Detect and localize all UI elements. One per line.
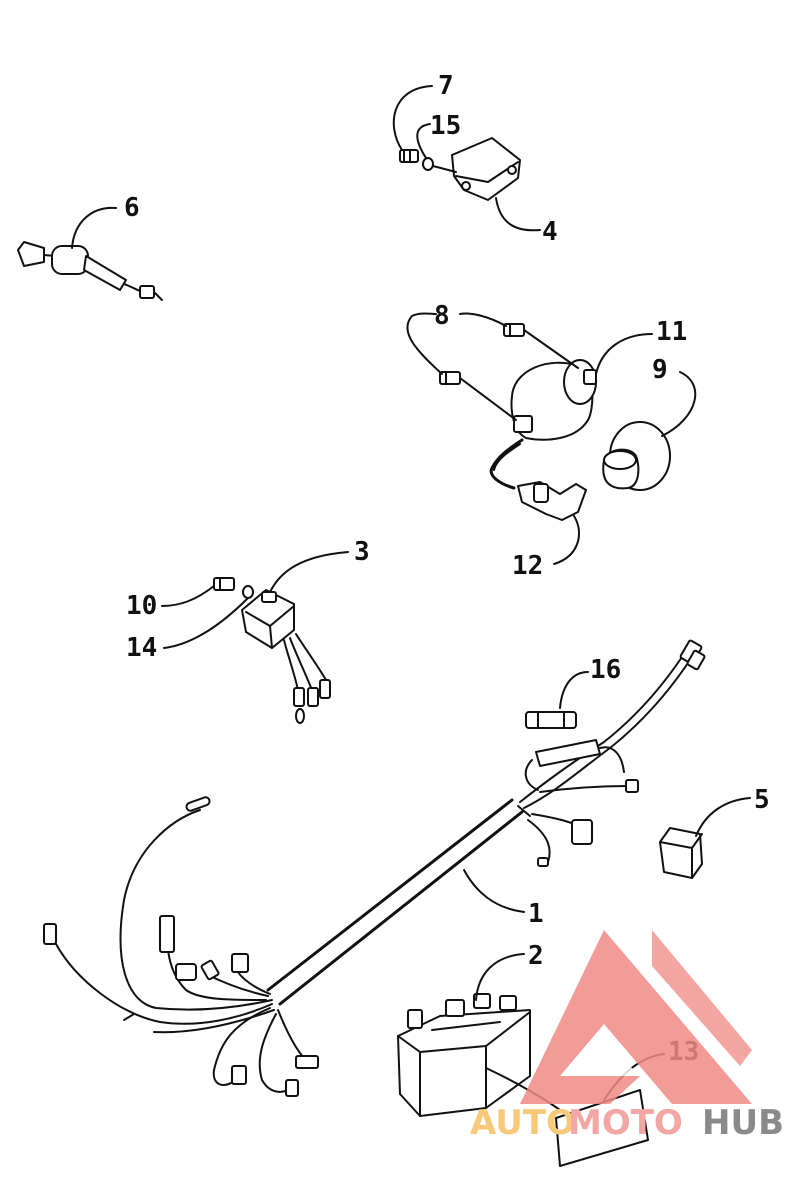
- leader-15: [416, 123, 431, 159]
- leader-5: [695, 797, 751, 837]
- screw-7: [399, 149, 419, 163]
- spark-plug-cap: [517, 481, 587, 521]
- callout-16: 16: [590, 655, 621, 685]
- watermark-text-moto: MOTO: [568, 1103, 683, 1143]
- leader-8: [406, 312, 507, 375]
- leader-16: [559, 671, 589, 709]
- bolt-8b: [439, 371, 461, 385]
- small-module: [451, 137, 521, 201]
- leader-11: [595, 333, 653, 375]
- leader-14: [163, 597, 249, 649]
- callout-2: 2: [528, 941, 544, 971]
- cdi-wires: [283, 633, 331, 724]
- fuse: [525, 711, 577, 729]
- callout-12: 12: [512, 551, 543, 581]
- wiring-harness: [43, 639, 706, 1097]
- callout-10: 10: [126, 591, 157, 621]
- callout-9: 9: [652, 355, 668, 385]
- leader-2: [475, 953, 525, 1001]
- ignition-key-switch: [17, 241, 163, 301]
- washer-15: [422, 157, 434, 171]
- leader-10: [161, 585, 215, 607]
- leader-6: [71, 206, 117, 249]
- watermark-text-auto: AUTO: [470, 1103, 575, 1143]
- leader-12: [553, 515, 581, 565]
- leader-9: [661, 371, 697, 437]
- coil-hv-lead: [489, 438, 524, 490]
- bolt-8a: [503, 323, 525, 337]
- watermark-logo: [520, 930, 752, 1104]
- leader-1: [463, 869, 525, 913]
- callout-4: 4: [542, 217, 558, 247]
- callout-14: 14: [126, 633, 157, 663]
- watermark-triangle-shape: [520, 930, 752, 1104]
- callout-5: 5: [754, 785, 770, 815]
- callout-1: 1: [528, 899, 544, 929]
- cdi-module: [241, 589, 295, 649]
- washer-14: [242, 585, 254, 599]
- leader-4: [495, 197, 541, 232]
- leader-7: [392, 85, 433, 151]
- callout-11: 11: [656, 317, 687, 347]
- watermark-text-hub: HUB: [702, 1103, 784, 1143]
- battery: [397, 993, 531, 1117]
- rubber-plug: [602, 421, 671, 491]
- leader-3: [269, 551, 349, 593]
- callout-6: 6: [124, 193, 140, 223]
- callout-3: 3: [354, 537, 370, 567]
- relay-switch: [659, 827, 703, 879]
- callout-7: 7: [438, 71, 454, 101]
- ignition-coil: [510, 359, 597, 441]
- screw-10: [213, 577, 235, 591]
- callout-15: 15: [430, 111, 461, 141]
- callout-8: 8: [434, 301, 450, 331]
